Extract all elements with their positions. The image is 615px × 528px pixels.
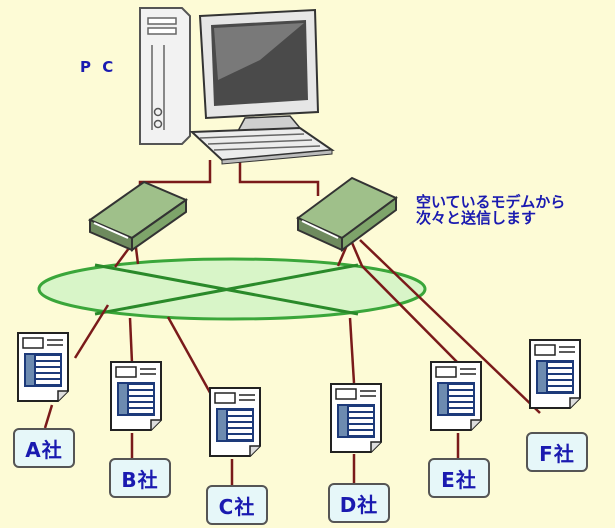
modem-note-line-1: 空いているモデムから <box>416 193 566 211</box>
fax-document-icon <box>17 332 69 402</box>
company-f-label: F社 <box>526 432 588 472</box>
modem-note: 空いているモデムから 次々と送信します <box>416 194 565 226</box>
company-b-label: B社 <box>109 458 171 498</box>
modem-icon <box>87 180 189 252</box>
keyboard-icon <box>189 126 335 165</box>
fax-document-icon <box>430 361 482 431</box>
pc-tower-icon <box>139 7 191 145</box>
company-a-label: A社 <box>13 428 75 468</box>
company-d-label: D社 <box>328 483 390 523</box>
company-e-label: E社 <box>428 458 490 498</box>
company-c-label: C社 <box>206 485 268 525</box>
modem-icon <box>296 176 398 252</box>
company-wires <box>43 239 541 485</box>
pc-modem-wires <box>138 160 320 196</box>
monitor-icon <box>198 8 320 132</box>
network-cross-line <box>94 263 359 316</box>
fax-document-icon <box>529 339 581 409</box>
pc-label: P C <box>80 58 117 76</box>
modem-note-line-2: 次々と送信します <box>416 209 537 227</box>
fax-document-icon <box>209 387 261 457</box>
fax-document-icon <box>110 361 162 431</box>
fax-document-icon <box>330 383 382 453</box>
